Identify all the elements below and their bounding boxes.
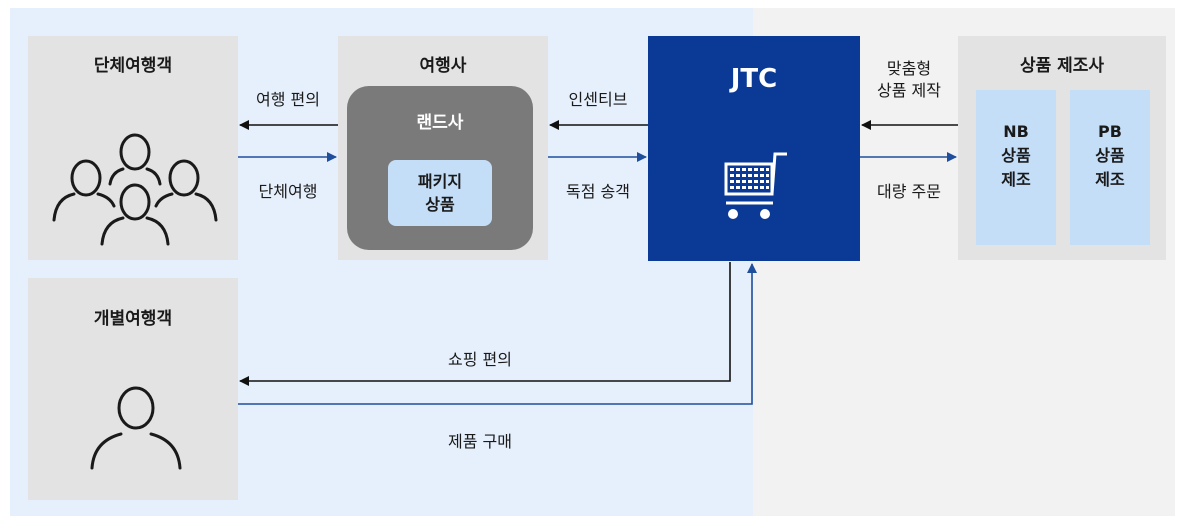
individual-tourists-title: 개별여행객	[93, 309, 173, 329]
product-purchase-label: 제품 구매	[448, 432, 512, 451]
package-product-label: 패키지 상품	[417, 172, 463, 214]
land-operator-box: 랜드사 패키지 상품	[347, 86, 533, 250]
travel-convenience-label: 여행 편의	[256, 90, 320, 109]
nb-production-label: NB 상품 제조	[1001, 122, 1031, 189]
land-operator-title: 랜드사	[416, 113, 464, 133]
nb-production-box: NB 상품 제조	[976, 90, 1056, 245]
pb-production-label: PB 상품 제조	[1095, 122, 1125, 189]
arrow-product-purchase	[238, 263, 757, 405]
individual-tourists-box: 개별여행객	[28, 278, 238, 500]
incentive-label: 인센티브	[568, 90, 628, 109]
shopping-convenience-label: 쇼핑 편의	[448, 350, 512, 369]
manufacturer-box: 상품 제조사 NB 상품 제조 PB 상품 제조	[958, 36, 1166, 260]
jtc-box: JTC	[648, 36, 860, 261]
exclusive-transfer-label: 독점 송객	[566, 182, 630, 201]
package-product-box: 패키지 상품	[388, 160, 492, 226]
group-travel-label: 단체여행	[258, 182, 318, 201]
group-tourists-title: 단체여행객	[93, 56, 173, 76]
shopping-cart-icon	[724, 152, 787, 219]
people-group-icon	[52, 133, 218, 246]
arrow-shopping-convenience	[239, 262, 731, 386]
person-icon	[90, 386, 182, 470]
jtc-title: JTC	[730, 64, 778, 94]
pb-production-box: PB 상품 제조	[1070, 90, 1150, 245]
manufacturer-title: 상품 제조사	[1019, 56, 1105, 76]
custom-production-label: 맞춤형 상품 제작	[877, 59, 941, 100]
travel-agency-title: 여행사	[419, 56, 467, 76]
group-tourists-box: 단체여행객	[28, 36, 238, 260]
bulk-order-label: 대량 주문	[877, 182, 941, 201]
